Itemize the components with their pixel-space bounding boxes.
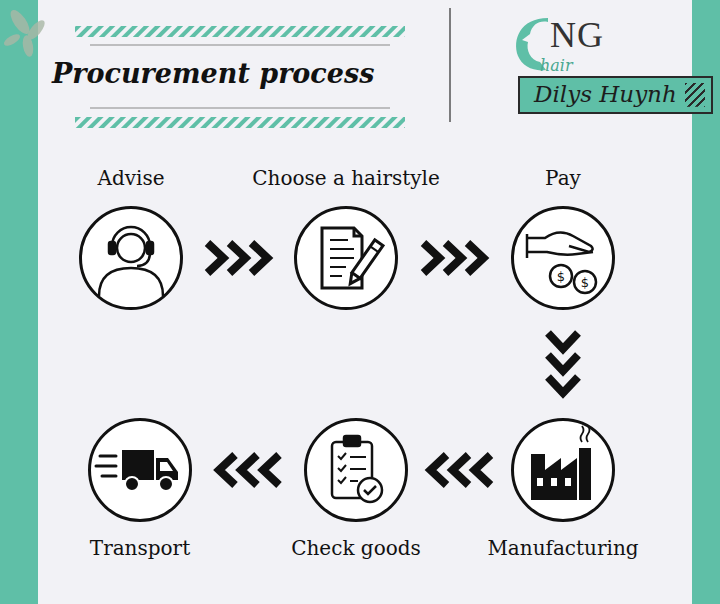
side-bar	[0, 0, 38, 604]
coin-symbol: $	[557, 269, 565, 284]
chevron	[548, 377, 578, 393]
chevron	[252, 243, 268, 273]
logo-text: NG	[550, 14, 604, 56]
chevron	[468, 243, 484, 273]
chevron-connector	[424, 243, 484, 273]
chevron	[219, 455, 235, 485]
chevron	[263, 455, 279, 485]
step-circle	[79, 206, 183, 310]
clipboard-check-icon	[332, 436, 382, 502]
factory-icon	[531, 426, 591, 500]
circle-fills	[80, 207, 614, 521]
step-label: Check goods	[291, 536, 421, 560]
step-label: Transport	[90, 536, 190, 560]
chevron	[208, 243, 224, 273]
chevron	[446, 243, 462, 273]
step-label: Manufacturing	[487, 536, 638, 560]
chevron	[548, 355, 578, 371]
chevron	[453, 455, 469, 485]
process-step: Check goods	[304, 418, 408, 522]
truck-icon	[96, 450, 178, 491]
chevron-connector	[548, 333, 578, 393]
chevron-connector	[219, 455, 279, 485]
coin-symbol: $	[581, 275, 589, 290]
chevron	[424, 243, 440, 273]
banner-text: Dilys Huynh	[534, 81, 677, 107]
leaf-decoration	[2, 7, 47, 58]
logo-text: hair	[540, 56, 573, 75]
step-circle	[511, 418, 615, 522]
process-step: Advise	[79, 206, 183, 310]
process-step: Manufacturing	[511, 418, 615, 522]
step-circle	[511, 206, 615, 310]
name-banner: Dilys Huynh	[518, 76, 713, 114]
chevron	[230, 243, 246, 273]
step-circle	[88, 418, 192, 522]
chevron	[431, 455, 447, 485]
diagram-title: Procurement process	[52, 58, 374, 89]
chevron-connector	[208, 243, 268, 273]
document-pencil-icon	[322, 228, 383, 288]
separator-line	[449, 8, 451, 122]
step-circle	[294, 206, 398, 310]
headset-person-icon	[99, 227, 163, 296]
chevron	[241, 455, 257, 485]
step-label: Advise	[97, 166, 164, 190]
process-step: Pay	[511, 206, 615, 310]
step-circle	[304, 418, 408, 522]
process-step: Transport	[88, 418, 192, 522]
step-label: Choose a hairstyle	[252, 166, 440, 190]
step-label: Pay	[545, 166, 581, 190]
hand-coins-icon	[527, 232, 596, 293]
process-step: Choose a hairstyle	[294, 206, 398, 310]
chevron	[475, 455, 491, 485]
chevron-connector	[431, 455, 491, 485]
chevron	[548, 333, 578, 349]
